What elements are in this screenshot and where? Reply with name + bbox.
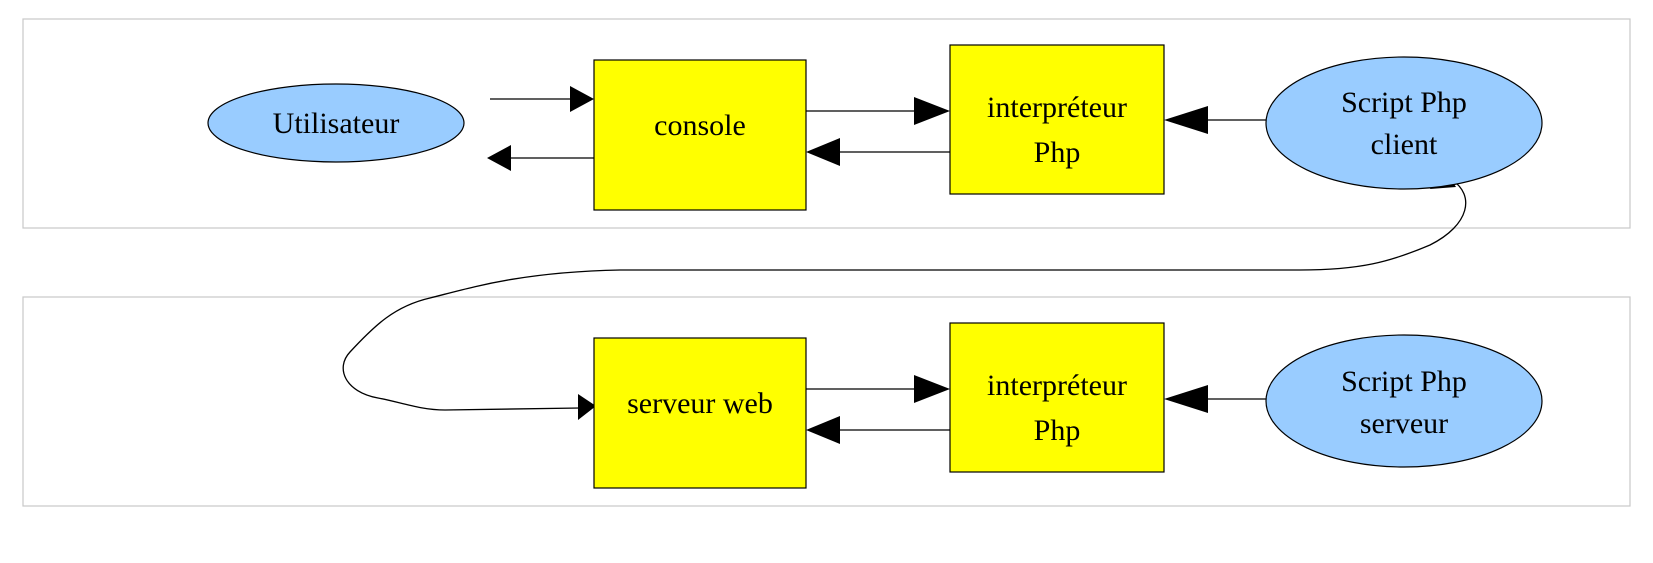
node-interpreter-client-label-line1: interpréteur	[987, 91, 1127, 124]
node-interpreter-server-label-line2: Php	[1034, 414, 1081, 447]
edge-client-server-link	[342, 179, 1467, 411]
arrowhead-user-to-console	[570, 86, 594, 112]
arrowhead-link-to-webserver	[578, 394, 596, 420]
arrowhead-webserver-to-interpreter	[914, 375, 950, 403]
node-interpreter-client-label-line2: Php	[1034, 136, 1081, 169]
node-script-client: Script Php client	[1265, 56, 1543, 190]
node-user-label: Utilisateur	[273, 107, 400, 140]
arrowhead-interpreter-to-console	[806, 138, 840, 166]
arrowhead-console-to-user	[487, 145, 511, 171]
node-script-server: Script Php serveur	[1265, 334, 1543, 468]
node-console-label: console	[654, 109, 746, 142]
node-interpreter-server: interpréteur Php	[949, 322, 1165, 473]
node-script-client-shape	[1265, 56, 1543, 190]
node-webserver-shape	[593, 337, 807, 489]
node-script-server-label-line1: Script Php	[1341, 365, 1467, 398]
arrowhead-script-server-to-interpreter	[1164, 385, 1208, 413]
node-interpreter-server-label-line1: interpréteur	[987, 369, 1127, 402]
node-interpreter-client-shape	[949, 44, 1165, 195]
node-interpreter-server-shape	[949, 322, 1165, 473]
node-user: Utilisateur	[207, 83, 465, 163]
node-webserver-label: serveur web	[627, 387, 773, 420]
node-webserver: serveur web	[593, 337, 807, 489]
node-interpreter-client: interpréteur Php	[949, 44, 1165, 195]
arrowhead-console-to-interpreter	[914, 97, 950, 125]
node-user-shape	[207, 83, 465, 163]
arrowhead-interpreter-to-webserver	[806, 416, 840, 444]
node-script-server-label-line2: serveur	[1360, 407, 1448, 440]
node-console: console	[593, 59, 807, 211]
node-script-client-label-line1: Script Php	[1341, 86, 1467, 119]
node-script-server-shape	[1265, 334, 1543, 468]
arrowhead-script-client-to-interpreter	[1164, 106, 1208, 134]
node-script-client-label-line2: client	[1371, 128, 1438, 161]
node-console-shape	[593, 59, 807, 211]
